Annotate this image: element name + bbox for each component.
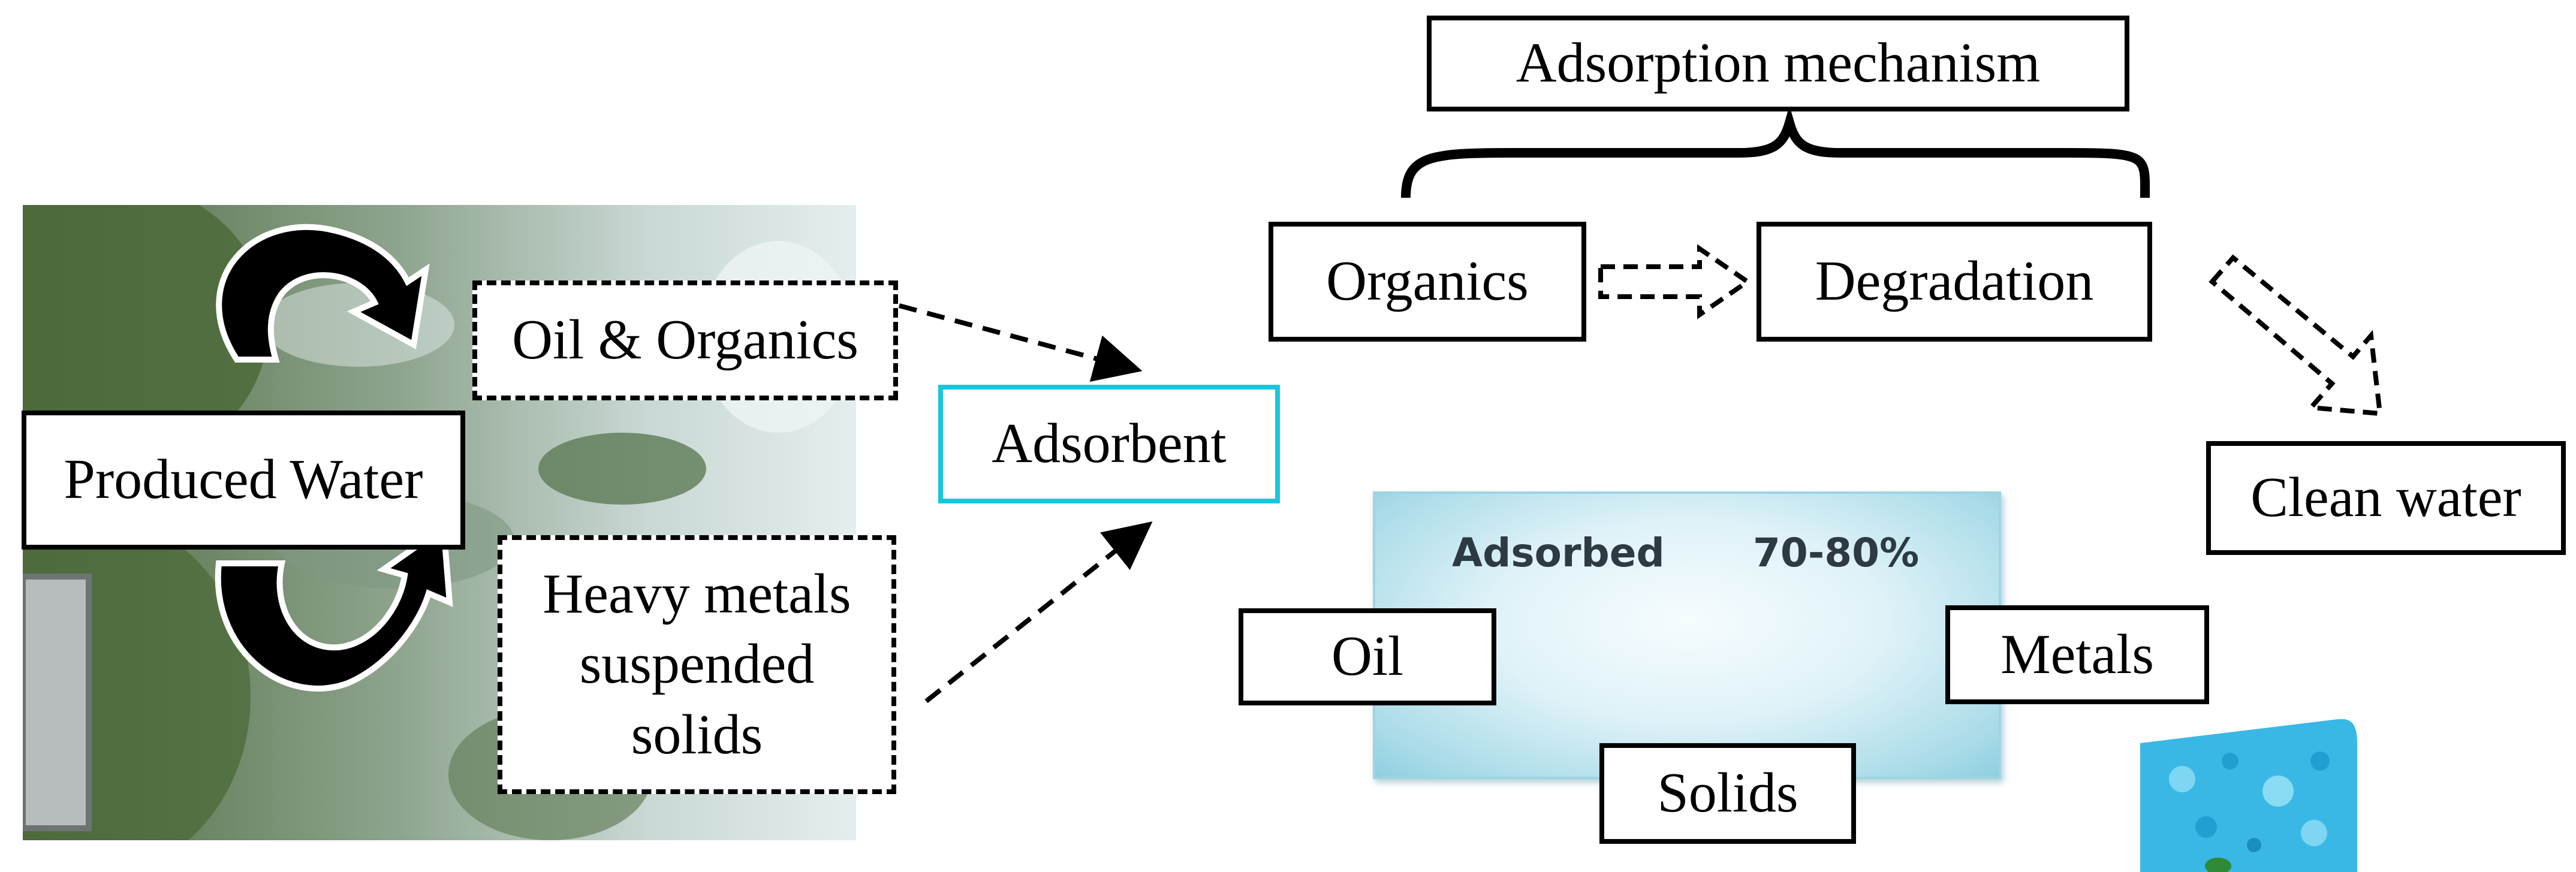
adsorption-mechanism-title: Adsorption mechanism [1427,16,2129,111]
curved-arrow-bottom-icon [215,521,453,692]
clean-water-box: Clean water [2206,441,2566,555]
arrow-metals-to-adsorbent [924,521,1153,704]
oil-box: Oil [1239,608,1496,705]
arrow-oil-to-adsorbent [898,303,1143,382]
brace [1401,105,2150,198]
adsorbed-label: Adsorbed [1452,530,1665,576]
oil-organics-box: Oil & Organics [472,280,898,400]
metals-box: Metals [1945,605,2209,704]
solids-box: Solids [1599,743,1856,844]
sponge-image [2134,719,2371,872]
curved-arrow-top-icon [216,224,430,363]
arrow-organics-to-degradation [1598,244,1752,319]
arrow-degradation-to-clean-water [2209,254,2383,417]
produced-water-box: Produced Water [22,411,465,550]
organics-box: Organics [1269,222,1586,342]
adsorbent-box: Adsorbent [938,385,1280,503]
heavy-metals-box: Heavy metals suspended solids [498,535,896,794]
adsorbed-percent: 70-80% [1753,530,1920,576]
degradation-box: Degradation [1756,222,2152,342]
